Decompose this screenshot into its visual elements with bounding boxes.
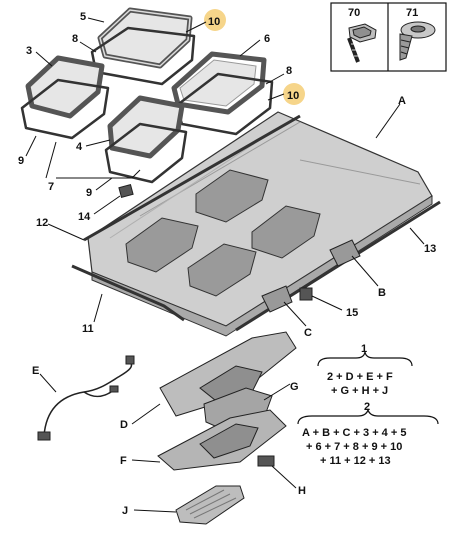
group-1-number: 1 xyxy=(361,343,367,355)
roof-panel-A xyxy=(87,111,433,337)
callout-C: C xyxy=(304,327,312,339)
bolt-70-icon xyxy=(347,23,377,63)
clip-15 xyxy=(299,287,313,301)
group-2-line1: A + B + C + 3 + 4 + 5 xyxy=(302,427,406,439)
rail-12 xyxy=(83,114,301,242)
callout-6: 6 xyxy=(264,33,270,45)
grille-J xyxy=(175,485,245,525)
bracket-C xyxy=(261,285,293,313)
callout-H: H xyxy=(298,485,306,497)
fastener-70-label: 70 xyxy=(348,7,360,19)
callout-3: 3 xyxy=(26,45,32,57)
callout-13: 13 xyxy=(424,243,436,255)
callout-10-upper: 10 xyxy=(208,16,220,28)
callout-9-left: 9 xyxy=(18,155,24,167)
callout-12: 12 xyxy=(36,217,48,229)
callout-14: 14 xyxy=(78,211,91,223)
callout-E: E xyxy=(32,365,39,377)
seal-9-left xyxy=(20,78,110,140)
fastener-71-label: 71 xyxy=(406,7,418,19)
fastener-box: 70 71 xyxy=(330,2,447,72)
group-2-formula: 2 A + B + C + 3 + 4 + 5 + 6 + 7 + 8 + 9 … xyxy=(297,401,439,467)
callout-B: B xyxy=(378,287,386,299)
switch-H xyxy=(257,455,275,467)
highlight-10-lower xyxy=(283,83,305,105)
seal-8-right xyxy=(174,72,274,136)
callout-A: A xyxy=(398,95,406,107)
group-1-line1: 2 + D + E + F xyxy=(327,371,393,383)
callout-15: 15 xyxy=(346,307,358,319)
callout-8-left: 8 xyxy=(72,33,78,45)
glass-panel-3 xyxy=(25,55,105,119)
callout-J: J xyxy=(122,505,128,517)
callout-F: F xyxy=(120,455,127,467)
group-2-line3: + 11 + 12 + 13 xyxy=(320,455,391,467)
leader-lines xyxy=(25,17,425,513)
callout-8-right: 8 xyxy=(286,65,292,77)
screw-71-icon xyxy=(399,21,436,61)
wiring-harness-E xyxy=(37,355,135,441)
callout-4: 4 xyxy=(76,141,83,153)
clip-14 xyxy=(118,184,134,198)
callout-11: 11 xyxy=(82,323,94,335)
callout-5: 5 xyxy=(80,11,86,23)
callout-10-lower: 10 xyxy=(287,90,299,102)
callout-9-center: 9 xyxy=(86,187,92,199)
callout-labels: 5 10 6 3 8 8 10 A 4 9 9 7 14 12 13 11 B … xyxy=(18,11,436,517)
callout-7: 7 xyxy=(48,181,54,193)
callout-G: G xyxy=(290,381,299,393)
bracket-B xyxy=(329,239,361,267)
group-2-line2: + 6 + 7 + 8 + 9 + 10 xyxy=(306,441,402,453)
glass-panel-5 xyxy=(97,7,193,69)
rail-11 xyxy=(71,264,185,322)
group-1-formula: 1 2 + D + E + F + G + H + J xyxy=(317,343,413,397)
callout-D: D xyxy=(120,419,128,431)
group-2-number: 2 xyxy=(364,401,370,413)
seal-9-center xyxy=(104,122,188,184)
highlight-10-upper xyxy=(204,9,226,31)
glass-panel-4 xyxy=(107,95,185,159)
group-1-line2: + G + H + J xyxy=(331,385,388,397)
